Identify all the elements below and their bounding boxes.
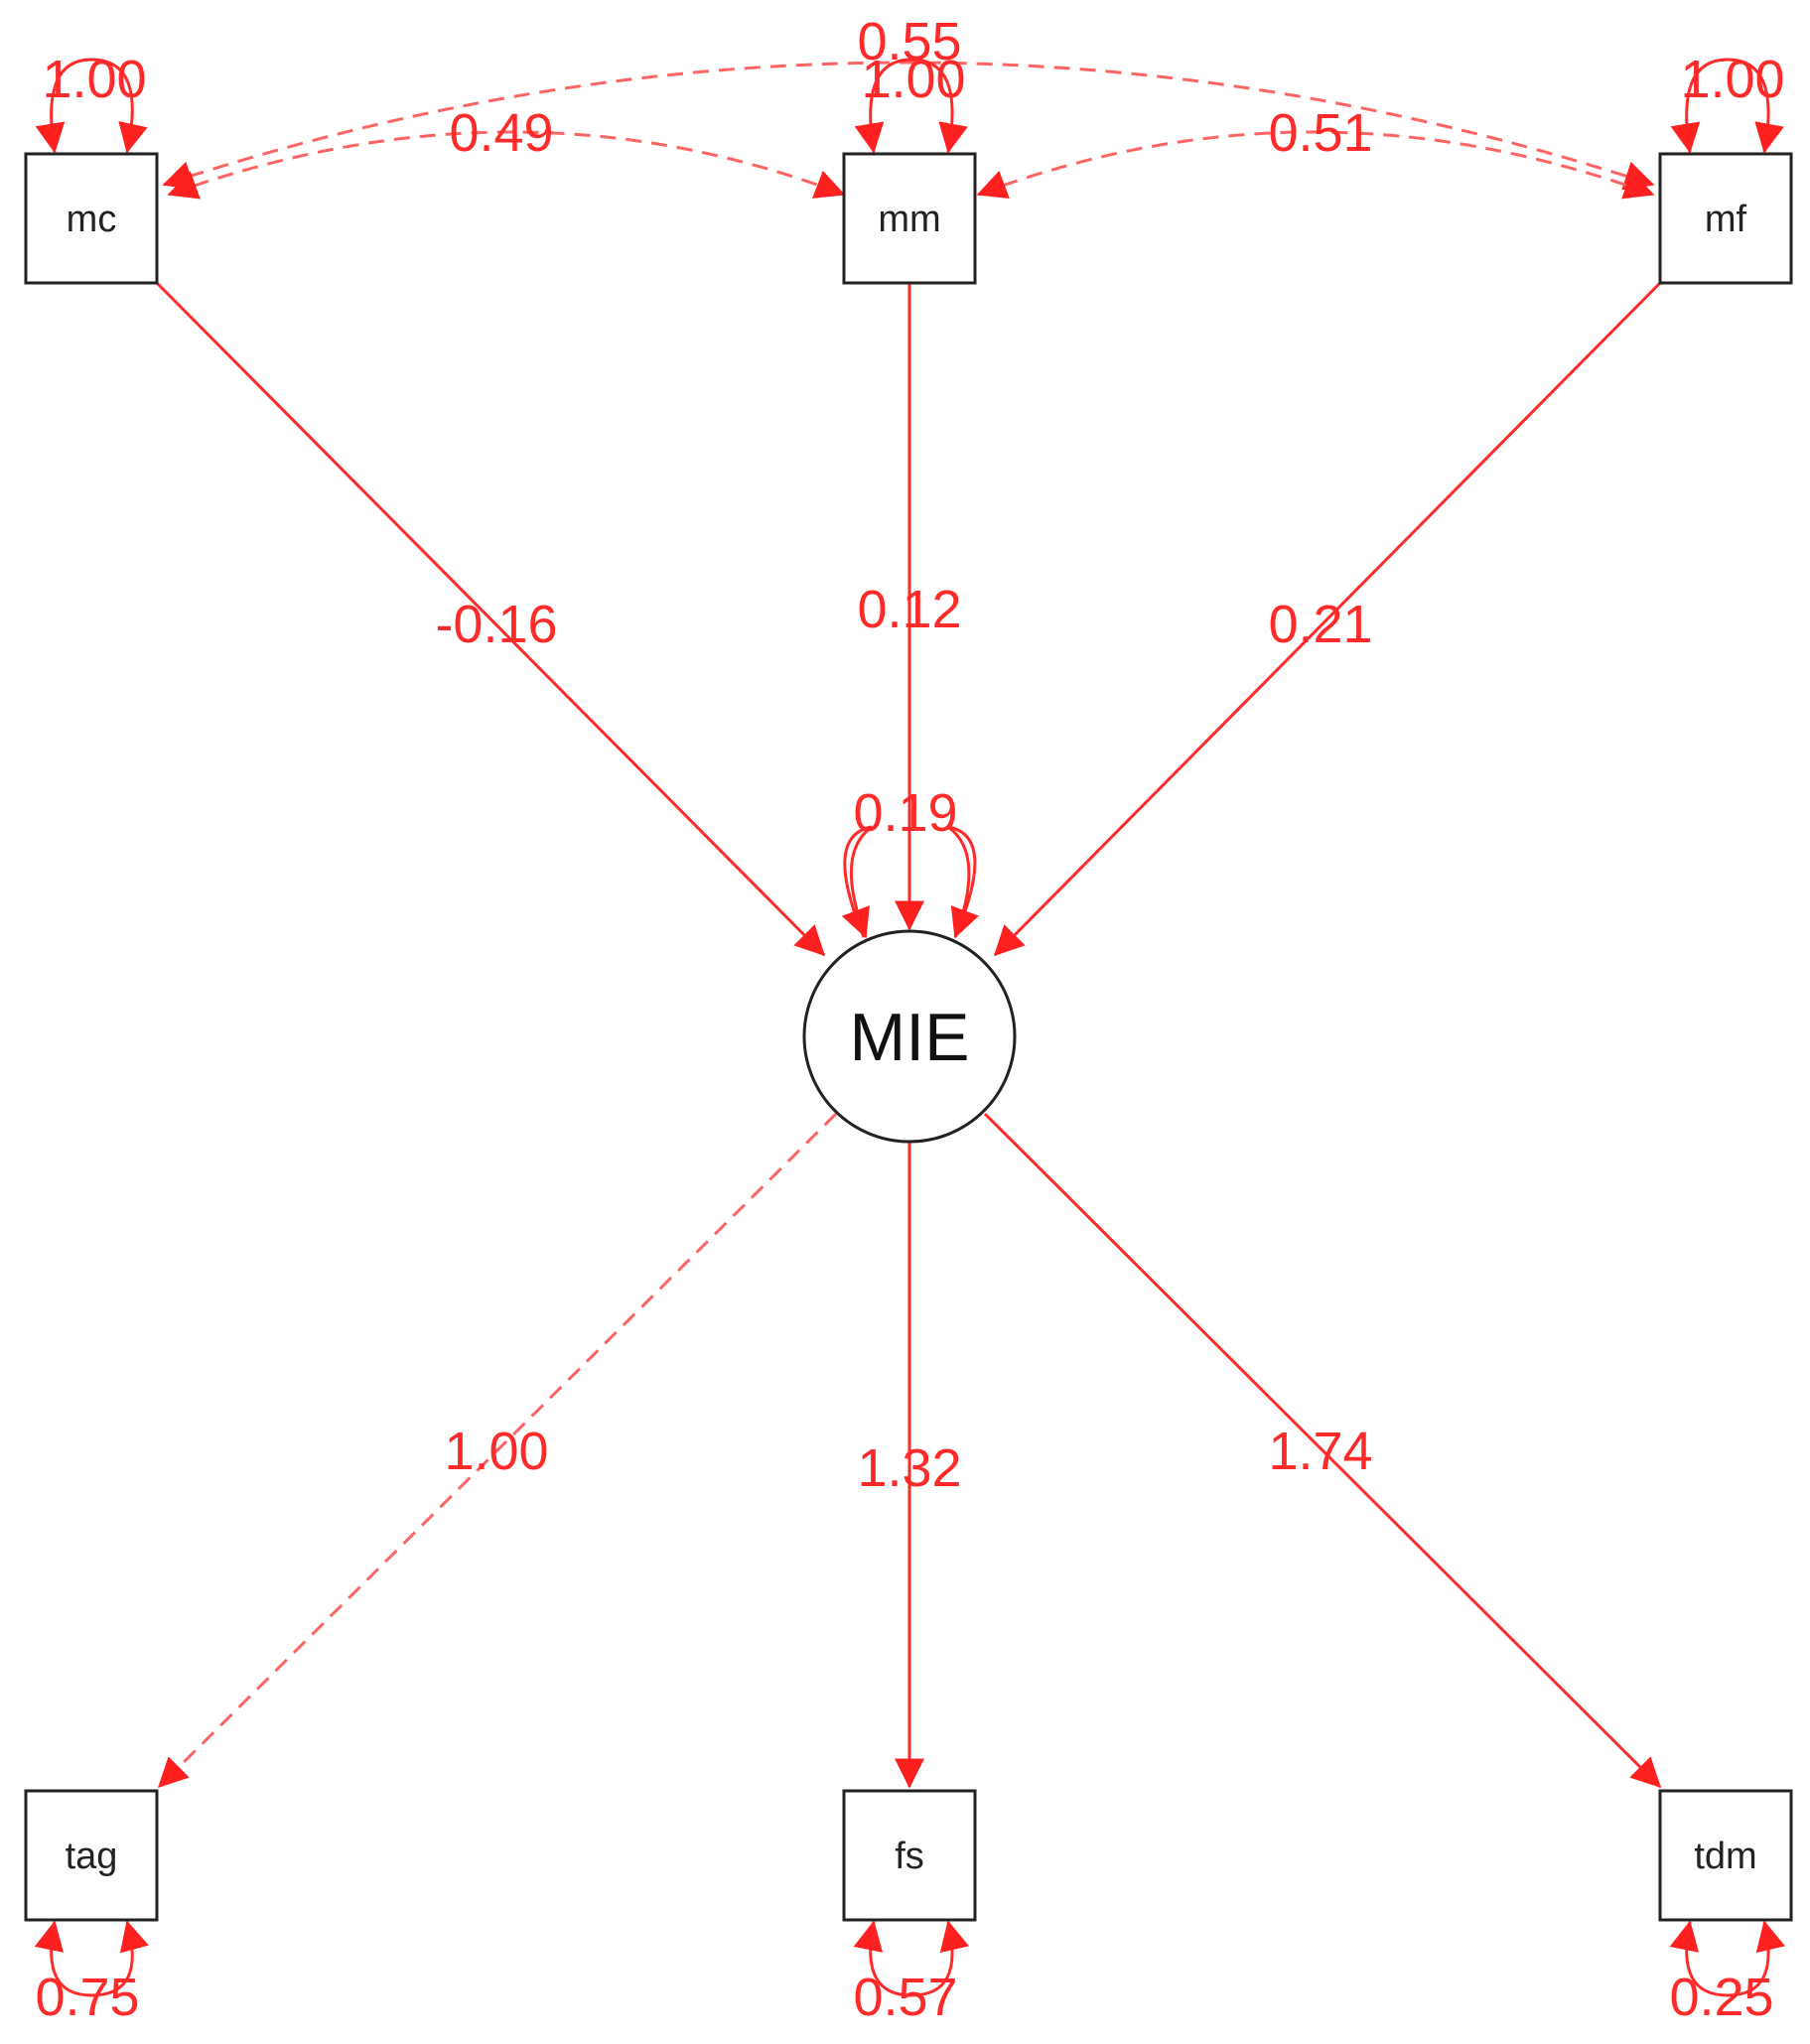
node-label-tdm: tdm	[1694, 1836, 1756, 1877]
label-path-mc-to-mie: -0.16	[435, 595, 557, 654]
variance-loop-mc	[35, 58, 148, 154]
path-mie-to-tdm	[983, 1112, 1662, 1789]
label-covariance-mc-mm: 0.49	[449, 103, 553, 163]
label-path-mm-to-mie: 0.12	[857, 580, 961, 639]
covariance-arc-mc-mf	[162, 61, 1655, 191]
node-tdm: tdm	[1658, 1789, 1793, 1922]
variance-loop-mie-left	[841, 825, 873, 939]
label-path-mie-to-fs: 1.32	[857, 1438, 961, 1498]
variance-loop-tdm	[1669, 1920, 1785, 1997]
label-variance-tag: 0.75	[35, 1968, 139, 2027]
node-label-mm: mm	[878, 199, 940, 240]
path-mie-to-tag	[157, 1112, 838, 1789]
label-variance-mie: 0.19	[853, 783, 957, 843]
covariance-arc-mm-mf	[976, 130, 1655, 200]
variance-loop-mie-right	[947, 825, 979, 939]
covariance-arc-mc-mm	[167, 130, 846, 200]
variance-loop-mm	[854, 58, 968, 154]
node-mm: mm	[842, 152, 977, 285]
label-path-mie-to-tdm: 1.74	[1268, 1422, 1372, 1481]
node-tag: tag	[24, 1789, 159, 1922]
label-covariance-mm-mf: 0.51	[1268, 103, 1372, 163]
node-label-fs: fs	[895, 1836, 924, 1877]
node-fs: fs	[842, 1789, 977, 1922]
path-mc-to-mie	[155, 281, 826, 957]
variance-loop-tag	[34, 1920, 149, 1997]
label-variance-tdm: 0.25	[1669, 1968, 1773, 2027]
label-covariance-mc-mf: 0.55	[857, 12, 961, 71]
node-label-tag: tag	[66, 1836, 118, 1877]
label-variance-mm: 1.00	[861, 50, 965, 109]
label-path-mf-to-mie: 0.21	[1268, 595, 1372, 654]
node-mf: mf	[1658, 152, 1793, 285]
variance-loop-mf	[1670, 58, 1784, 154]
label-variance-mc: 1.00	[42, 50, 146, 109]
node-label-mc: mc	[67, 199, 117, 240]
node-mie: MIE	[802, 929, 1017, 1144]
node-label-mf: mf	[1705, 199, 1747, 240]
path-mf-to-mie	[993, 281, 1662, 957]
label-variance-fs: 0.57	[853, 1968, 957, 2027]
label-variance-mf: 1.00	[1680, 50, 1784, 109]
label-path-mie-to-tag: 1.00	[444, 1422, 548, 1481]
variance-loop-fs	[853, 1920, 969, 1997]
node-label-mie: MIE	[850, 1000, 970, 1075]
node-mc: mc	[24, 152, 159, 285]
